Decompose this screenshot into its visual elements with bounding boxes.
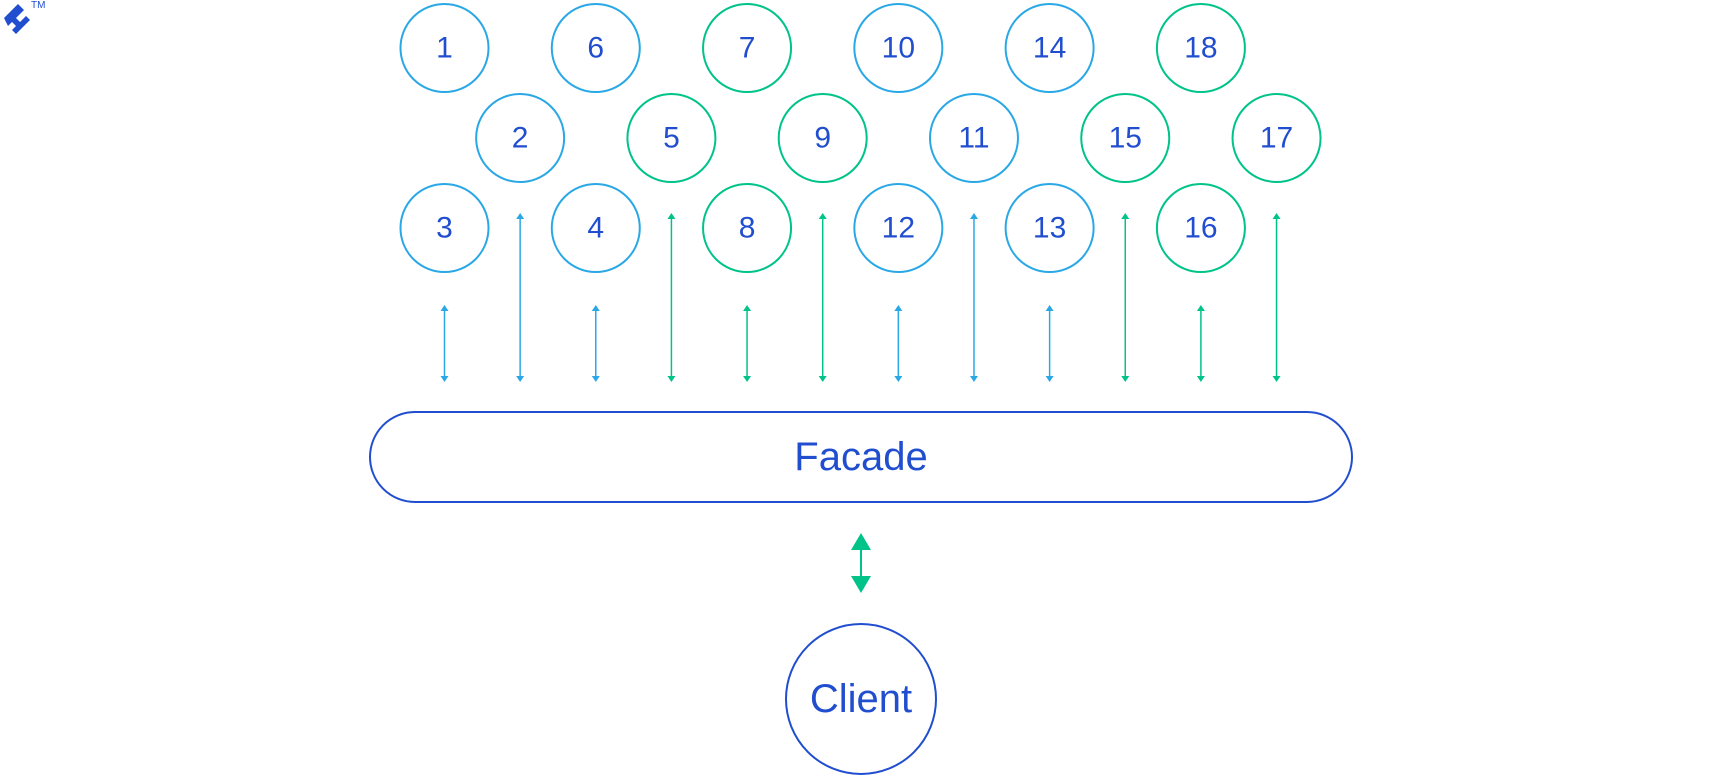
- subsystem-label: 5: [663, 122, 680, 155]
- subsystem-label: 6: [587, 32, 604, 65]
- facade-box: Facade: [369, 411, 1353, 503]
- subsystem-label: 12: [882, 212, 915, 245]
- subsystem-label: 1: [436, 32, 453, 65]
- subsystem-label: 14: [1033, 32, 1066, 65]
- connector-arrow: [1272, 213, 1281, 382]
- subsystem-label: 4: [587, 212, 604, 245]
- connector-arrow: [894, 305, 903, 382]
- subsystem-7: 7: [702, 3, 793, 93]
- subsystem-10: 10: [853, 3, 944, 93]
- subsystem-16: 16: [1155, 183, 1246, 273]
- subsystem-13: 13: [1004, 183, 1095, 273]
- subsystem-1: 1: [399, 3, 490, 93]
- subsystem-label: 9: [814, 122, 831, 155]
- subsystem-14: 14: [1004, 3, 1095, 93]
- subsystem-8: 8: [702, 183, 793, 273]
- subsystem-label: 7: [739, 32, 756, 65]
- subsystem-label: 3: [436, 212, 453, 245]
- connector-arrow: [667, 213, 676, 382]
- subsystem-label: 8: [739, 212, 756, 245]
- subsystem-label: 17: [1260, 122, 1293, 155]
- facade-label: Facade: [794, 435, 927, 479]
- connector-arrow: [1045, 305, 1054, 382]
- subsystem-12: 12: [853, 183, 944, 273]
- trademark-mark: TM: [31, 0, 45, 11]
- subsystem-label: 13: [1033, 212, 1066, 245]
- subsystem-label: 10: [882, 32, 915, 65]
- subsystem-5: 5: [626, 93, 717, 183]
- subsystem-label: 11: [958, 122, 989, 155]
- subsystem-label: 18: [1184, 32, 1217, 65]
- connector-arrow: [969, 213, 978, 382]
- client-node: Client: [785, 623, 937, 775]
- subsystem-6: 6: [550, 3, 641, 93]
- connector-arrow: [743, 305, 752, 382]
- toptal-logo: TM: [4, 0, 45, 34]
- subsystem-2: 2: [475, 93, 566, 183]
- client-facade-arrow: [851, 533, 871, 593]
- subsystem-label: 15: [1109, 122, 1142, 155]
- connector-arrow: [818, 213, 827, 382]
- connector-arrow: [440, 305, 449, 382]
- connector-arrow: [591, 305, 600, 382]
- subsystem-17: 17: [1231, 93, 1322, 183]
- subsystem-9: 9: [777, 93, 868, 183]
- connector-arrow: [516, 213, 525, 382]
- subsystem-label: 16: [1184, 212, 1217, 245]
- subsystem-15: 15: [1080, 93, 1171, 183]
- connector-arrow: [1121, 213, 1130, 382]
- client-label: Client: [810, 677, 912, 721]
- subsystem-label: 2: [512, 122, 529, 155]
- subsystem-11: 11: [928, 93, 1019, 183]
- connector-arrow: [1196, 305, 1205, 382]
- subsystem-3: 3: [399, 183, 490, 273]
- subsystem-18: 18: [1155, 3, 1246, 93]
- subsystem-4: 4: [550, 183, 641, 273]
